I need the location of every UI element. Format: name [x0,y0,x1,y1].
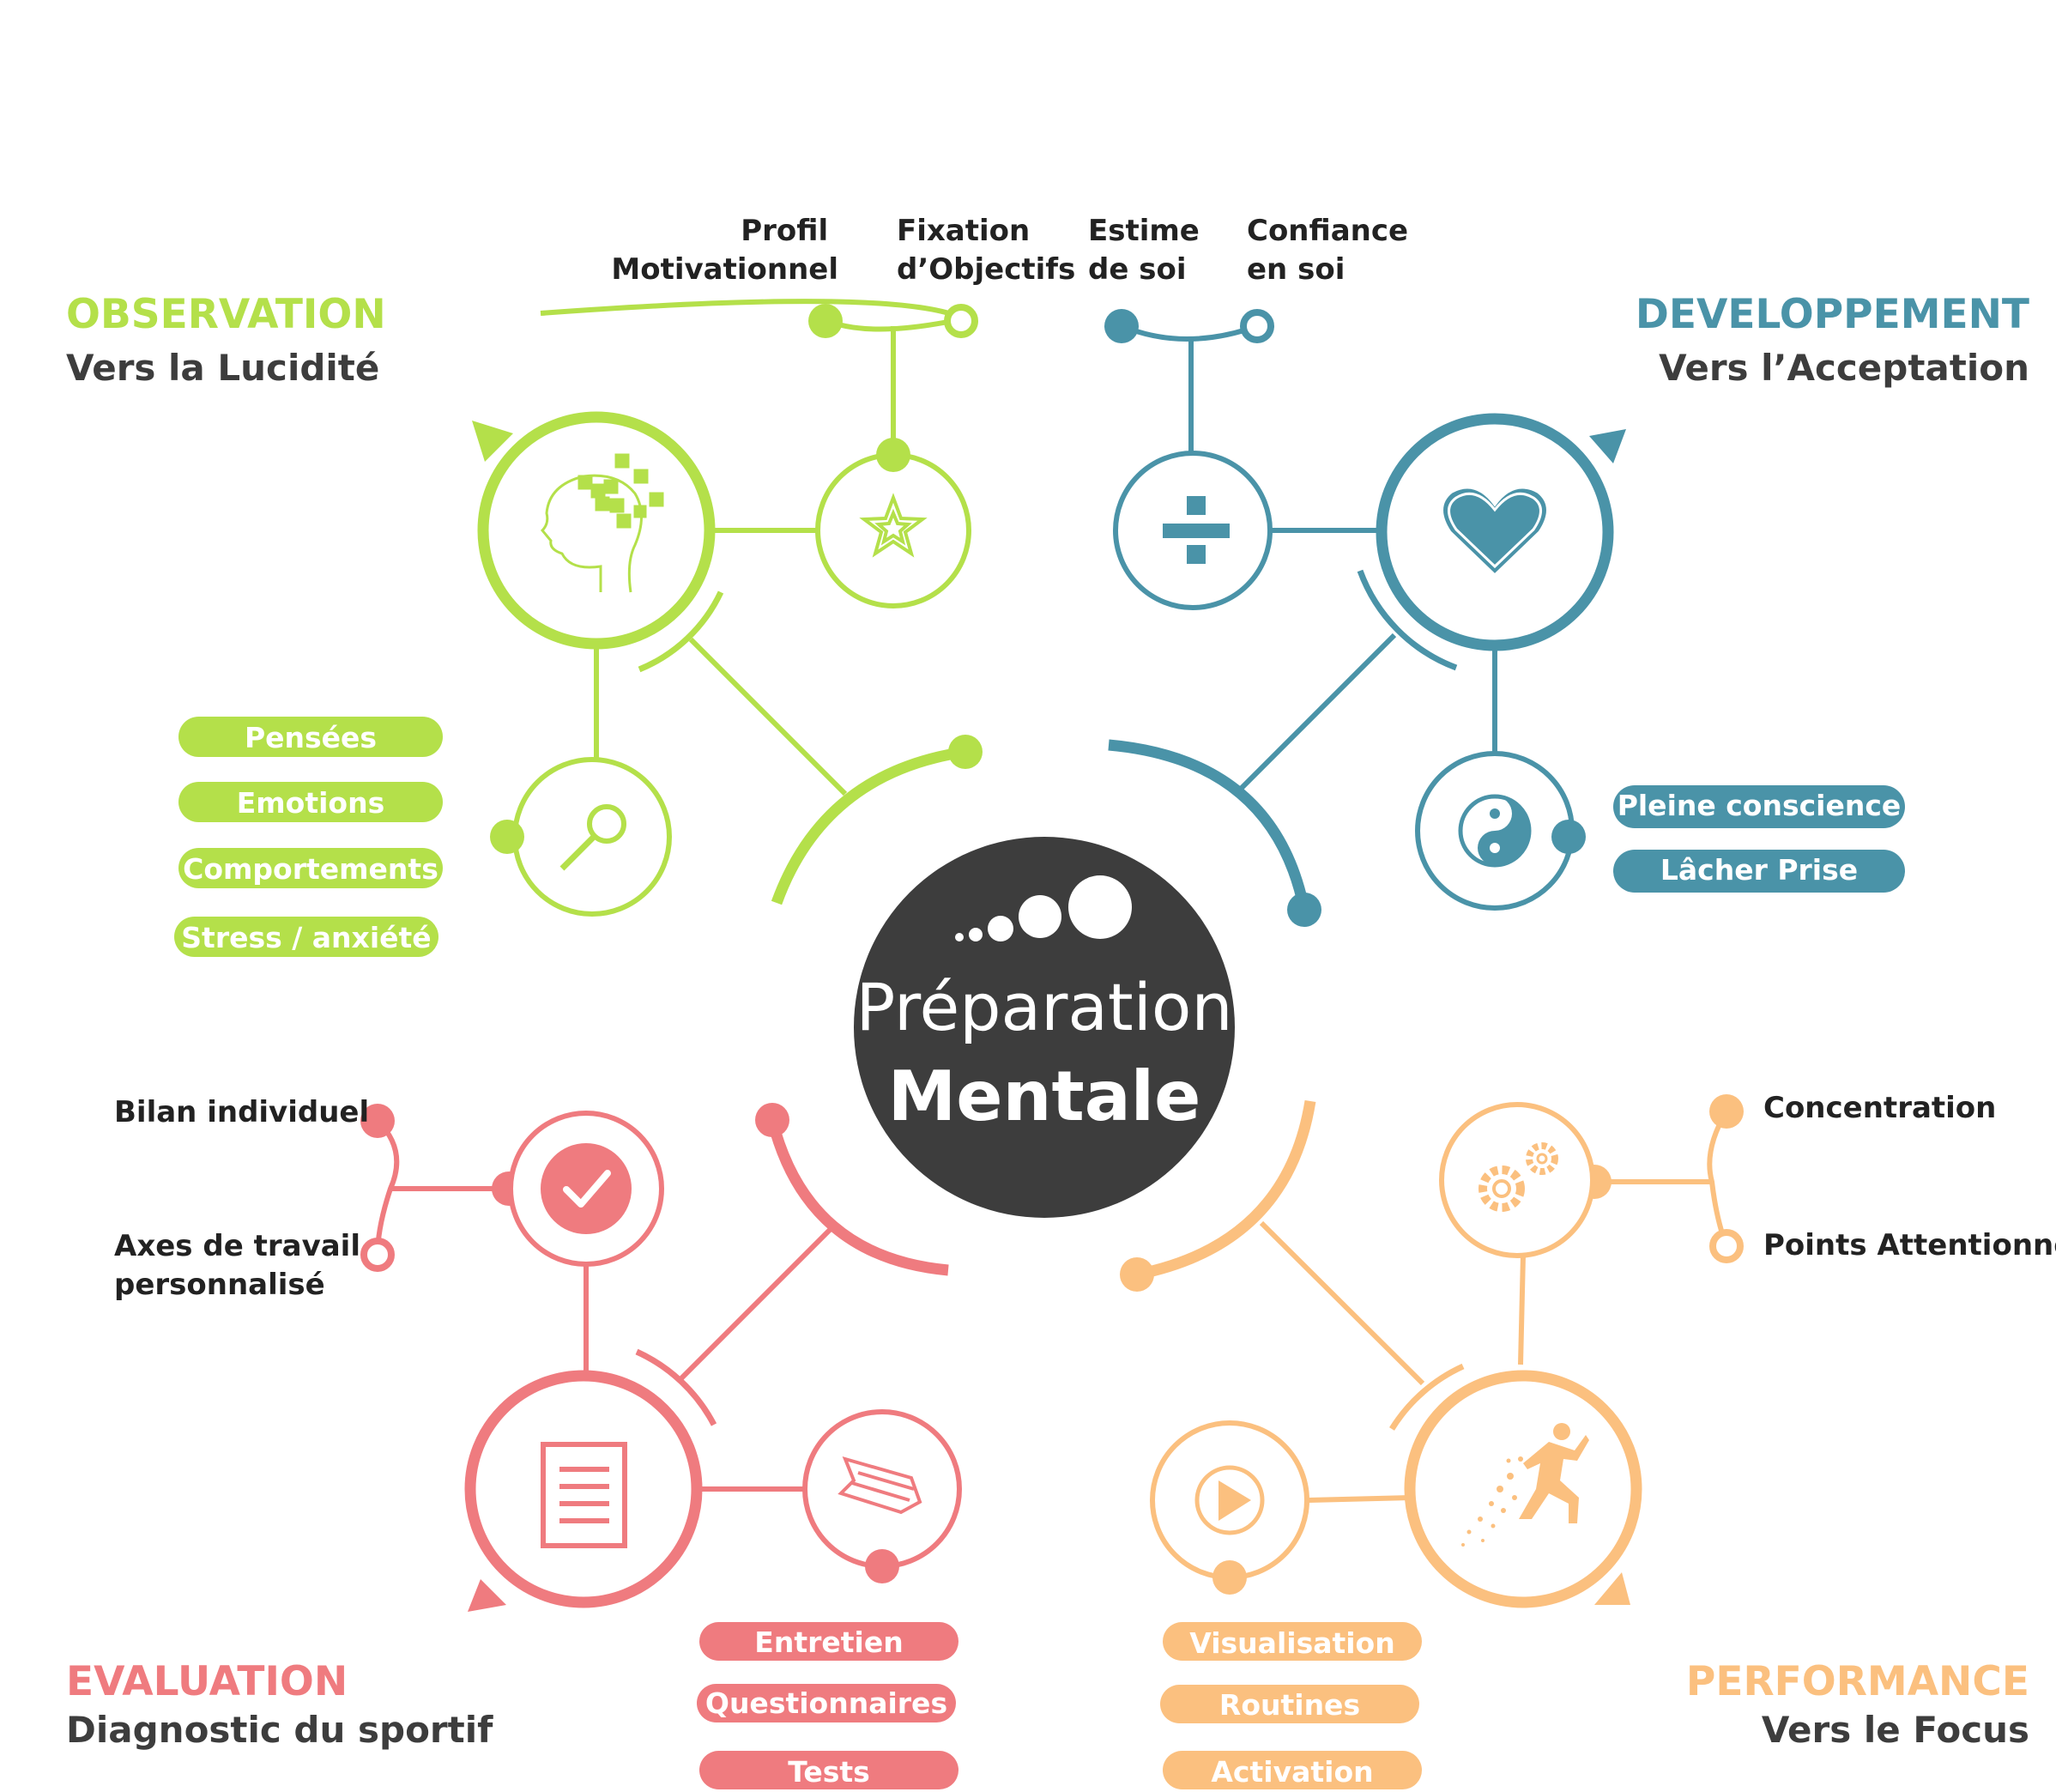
developpement-inner-arc [1108,739,1310,911]
profil-dot [808,304,843,338]
pencil-icon [838,1456,922,1515]
observation-title: OBSERVATION [66,291,386,338]
pill-activation: Activation [1211,1755,1373,1789]
pill-tests: Tests [788,1755,870,1789]
pill-entretien: Entretien [754,1626,903,1659]
performance-title: PERFORMANCE [1686,1658,2029,1705]
evaluation-pills: Entretien Questionnaires Tests [697,1622,958,1789]
center-title-line2: Mentale [888,1056,1201,1136]
bilan-dot [360,1104,395,1138]
observation-main-node [477,411,716,650]
performance-arrow [1594,1572,1630,1605]
developpement-section [1104,309,1626,927]
performance-subtitle: Vers le Focus [1762,1709,2029,1751]
heart-icon [1441,486,1549,578]
developpement-pills: Pleine conscience Lâcher Prise [1613,785,1905,893]
concentration-dot [1709,1094,1744,1129]
developpement-subtitle: Vers l’Acceptation [1659,347,2029,389]
pill-visualisation: Visualisation [1189,1626,1394,1660]
center-title-line1: Préparation [856,969,1232,1045]
document-icon [541,1442,627,1548]
performance-main-node [1404,1370,1642,1608]
check-icon [541,1143,632,1234]
observation-subtitle: Vers la Lucidité [66,347,379,389]
pill-routines: Routines [1219,1688,1360,1722]
developpement-arrow [1589,429,1626,463]
label-concentration: Concentration [1763,1091,1996,1125]
evaluation-subtitle: Diagnostic du sportif [66,1709,493,1751]
observation-section [472,299,983,917]
label-bilan: Bilan individuel [114,1095,369,1129]
pencil-node [802,1409,962,1569]
pill-stress: Stress / anxiété [181,921,431,954]
performance-pills: Visualisation Routines Activation [1160,1622,1422,1789]
confiance-dot [1240,309,1274,343]
gears-node [1439,1102,1595,1258]
label-profil: Profil Motivationnel [611,214,838,287]
developpement-title: DEVELOPPEMENT [1636,291,2029,338]
evaluation-section [360,1103,962,1612]
points-dot [1709,1229,1744,1263]
head-puzzle-icon [540,453,664,593]
gears-icon [1479,1142,1558,1212]
pill-lacher-prise: Lâcher Prise [1660,853,1858,887]
label-points: Points Attentionnels [1763,1228,2056,1262]
label-axes: Axes de travail personnalisé [114,1229,371,1302]
axes-dot [360,1238,395,1272]
label-confiance: Confiance en soi [1247,214,1418,287]
pill-pensees: Pensées [245,721,377,754]
evaluation-title: EVALUATION [66,1658,348,1705]
label-fixation: Fixation d’Objectifs [897,214,1075,287]
star-node [815,452,971,608]
plus-icon [1163,496,1230,564]
fixation-dot [944,304,978,338]
evaluation-inner-arc [766,1118,949,1276]
pill-emotions: Emotions [237,786,385,820]
label-estime: Estime de soi [1088,214,1210,287]
pill-pleine-conscience: Pleine conscience [1618,789,1902,822]
yin-yang-icon [1458,794,1532,868]
observation-pills: Pensées Emotions Comportements Stress / … [174,717,443,957]
logo-dots-icon [955,875,1132,941]
evaluation-arrow [468,1579,506,1612]
pill-comportements: Comportements [183,852,438,886]
estime-dot [1104,309,1139,343]
star-icon [859,493,928,558]
performance-inner-arc [1135,1099,1316,1280]
center-node: Préparation Mentale [854,837,1235,1218]
performance-section [1120,1094,1744,1608]
pill-questionnaires: Questionnaires [705,1686,947,1720]
observation-inner-arc [771,746,966,905]
observation-arrow [472,421,513,462]
runner-icon [1461,1423,1589,1547]
magnifier-icon [559,804,626,871]
play-icon [1194,1465,1265,1535]
